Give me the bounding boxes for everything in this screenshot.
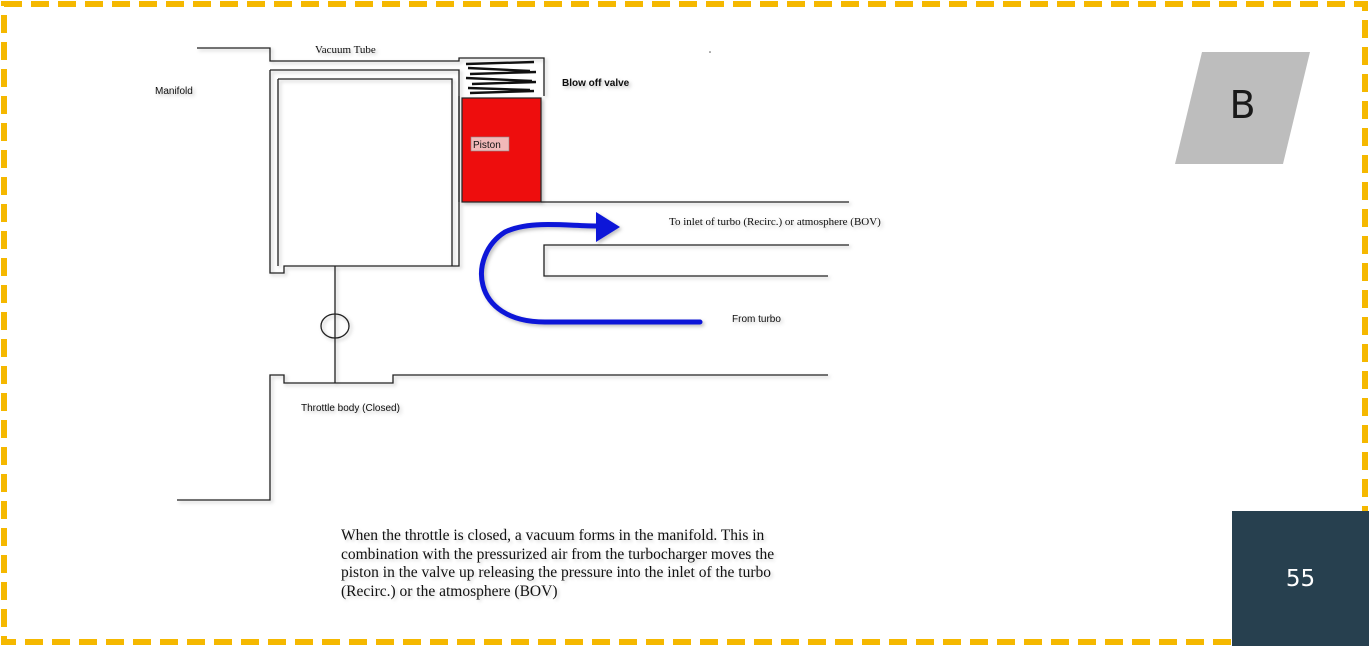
manifold-inner-line [278, 78, 453, 266]
manifold-label: Manifold [155, 86, 193, 97]
outlet-pipe-lower [543, 244, 849, 277]
piston-label-box [470, 136, 510, 152]
airflow-arrow-head [596, 212, 620, 242]
section-badge [1175, 52, 1310, 164]
throttle-body-label: Throttle body (Closed) [301, 403, 400, 414]
airflow-arrow [479, 212, 703, 325]
vacuum-tube-top-line [197, 47, 545, 96]
from-turbo-label: From turbo [732, 314, 781, 325]
caption-line: (Recirc.) or the atmosphere (BOV) [341, 582, 558, 600]
caption-line: piston in the valve up releasing the pre… [341, 564, 772, 581]
stray-dot [709, 51, 711, 53]
throttle-pipe-top [177, 374, 828, 501]
caption-line: combination with the pressurized air fro… [341, 545, 775, 563]
manifold-top-line [269, 69, 460, 274]
caption-line: When the throttle is closed, a vacuum fo… [341, 527, 765, 544]
diagram-lines [177, 47, 849, 501]
page-number-box: 55 [1232, 511, 1369, 646]
blow-off-valve-label: Blow off valve [562, 78, 630, 89]
piston-label: Piston [473, 140, 501, 151]
section-badge-letter: B [1229, 83, 1256, 127]
valve-spring [465, 60, 537, 95]
diagram-caption: When the throttle is closed, a vacuum fo… [341, 527, 861, 601]
throttle-plate [320, 313, 350, 339]
page-number: 55 [1285, 565, 1316, 592]
vacuum-tube-label: Vacuum Tube [315, 44, 376, 56]
to-inlet-label: To inlet of turbo (Recirc.) or atmospher… [669, 216, 881, 228]
